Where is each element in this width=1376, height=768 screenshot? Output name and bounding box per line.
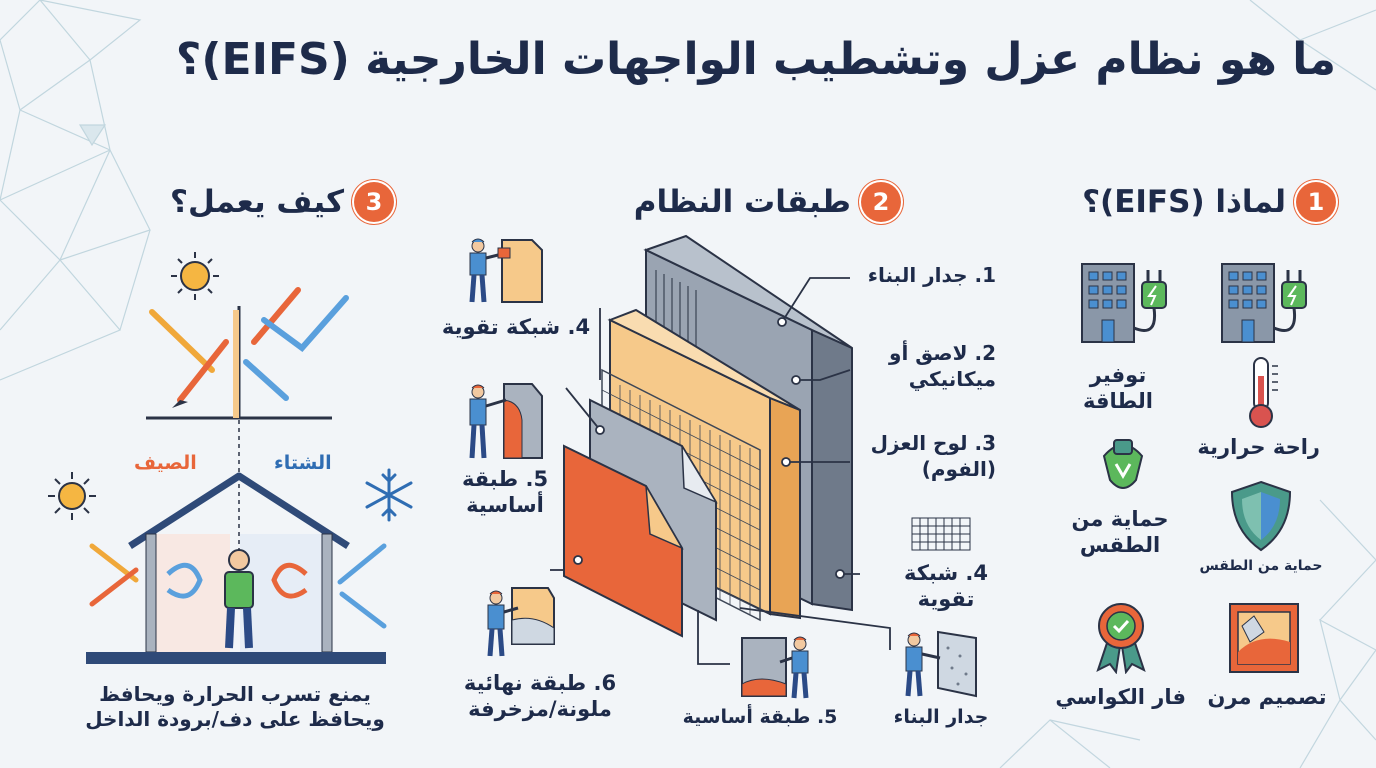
sun-icon [171,252,219,300]
award-ribbon-icon [1096,603,1146,674]
layer-label-adhesive: 2. لاصق أو ميكانيكي [889,341,996,391]
finish-coat-layer [563,444,684,638]
heat-arrow-icons [149,287,349,403]
thermometer-icon [1249,357,1278,428]
person-icon [224,549,254,649]
benefit-label-shield: حماية من الطقس [1199,558,1323,574]
season-summer-label: الصيف [134,452,197,474]
shield-icon [1230,480,1292,552]
worker-basecoat-icon [469,383,543,459]
section-title: طبقات النظام [633,184,851,220]
section-heading-why: 1 لماذا (EIFS)؟ [1082,182,1336,222]
section-heading-layers: 2 طبقات النظام [634,182,901,222]
snowflake-icon [365,468,413,522]
weather-protection-icon [1102,439,1144,489]
section-number-badge: 2 [861,182,901,222]
section-number-badge: 3 [354,182,394,222]
worker-basecoat-bottom-icon [741,636,809,699]
section-number-badge: 1 [1296,182,1336,222]
benefit-label-award: فار الكواسي [1055,685,1186,709]
benefit-label-weather: حماية من الطقس [1071,507,1169,558]
mesh-swatch-icon [911,517,971,551]
benefit-label-energy: توفير الطاقة [1083,363,1153,414]
worker-plastering-icon [469,238,543,303]
layer-label-basecoat-left: 5. طبقة أساسية [461,467,549,518]
section-title: لماذا (EIFS)؟ [1082,184,1286,220]
layer-label-wall: 1. جدار البناء [867,263,996,287]
page-title: ما هو نظام عزل وتشطيب الواجهات الخارجية … [175,34,1336,85]
framed-design-icon [1229,603,1299,673]
layer-label-mesh-left: 4. شبكة تقوية [441,315,591,339]
how-it-works-diagram [86,252,387,664]
section-heading-how: 3 كيف يعمل؟ [170,182,394,222]
layer-label-finish: 6. طبقة نهائية ملونة/مزخرفة [463,671,617,722]
worker-finish-icon [487,587,555,657]
sun-icon [48,472,96,520]
layer-label-basecoat-bottom: 5. طبقة أساسية [682,706,838,728]
how-caption: يمنع تسرب الحرارة ويحافظ ويحافظ على دف/ب… [85,682,385,731]
building-plug-icon [1081,263,1167,343]
layer-label-wall-bottom: جدار البناء [893,706,989,728]
season-winter-label: الشتاء [274,452,332,474]
benefit-label-design: تصميم مرن [1207,685,1327,709]
section-title: كيف يعمل؟ [170,184,344,220]
worker-wall-icon [905,630,977,698]
layer-label-mesh-right: 4. شبكة تقوية [903,561,989,612]
benefit-label-thermal: راحة حرارية [1197,435,1320,459]
eifs-layers-diagram [550,234,971,665]
layer-label-foam: 3. لوح العزل (الفوم) [870,431,996,481]
building-plug-icon [1221,263,1307,343]
